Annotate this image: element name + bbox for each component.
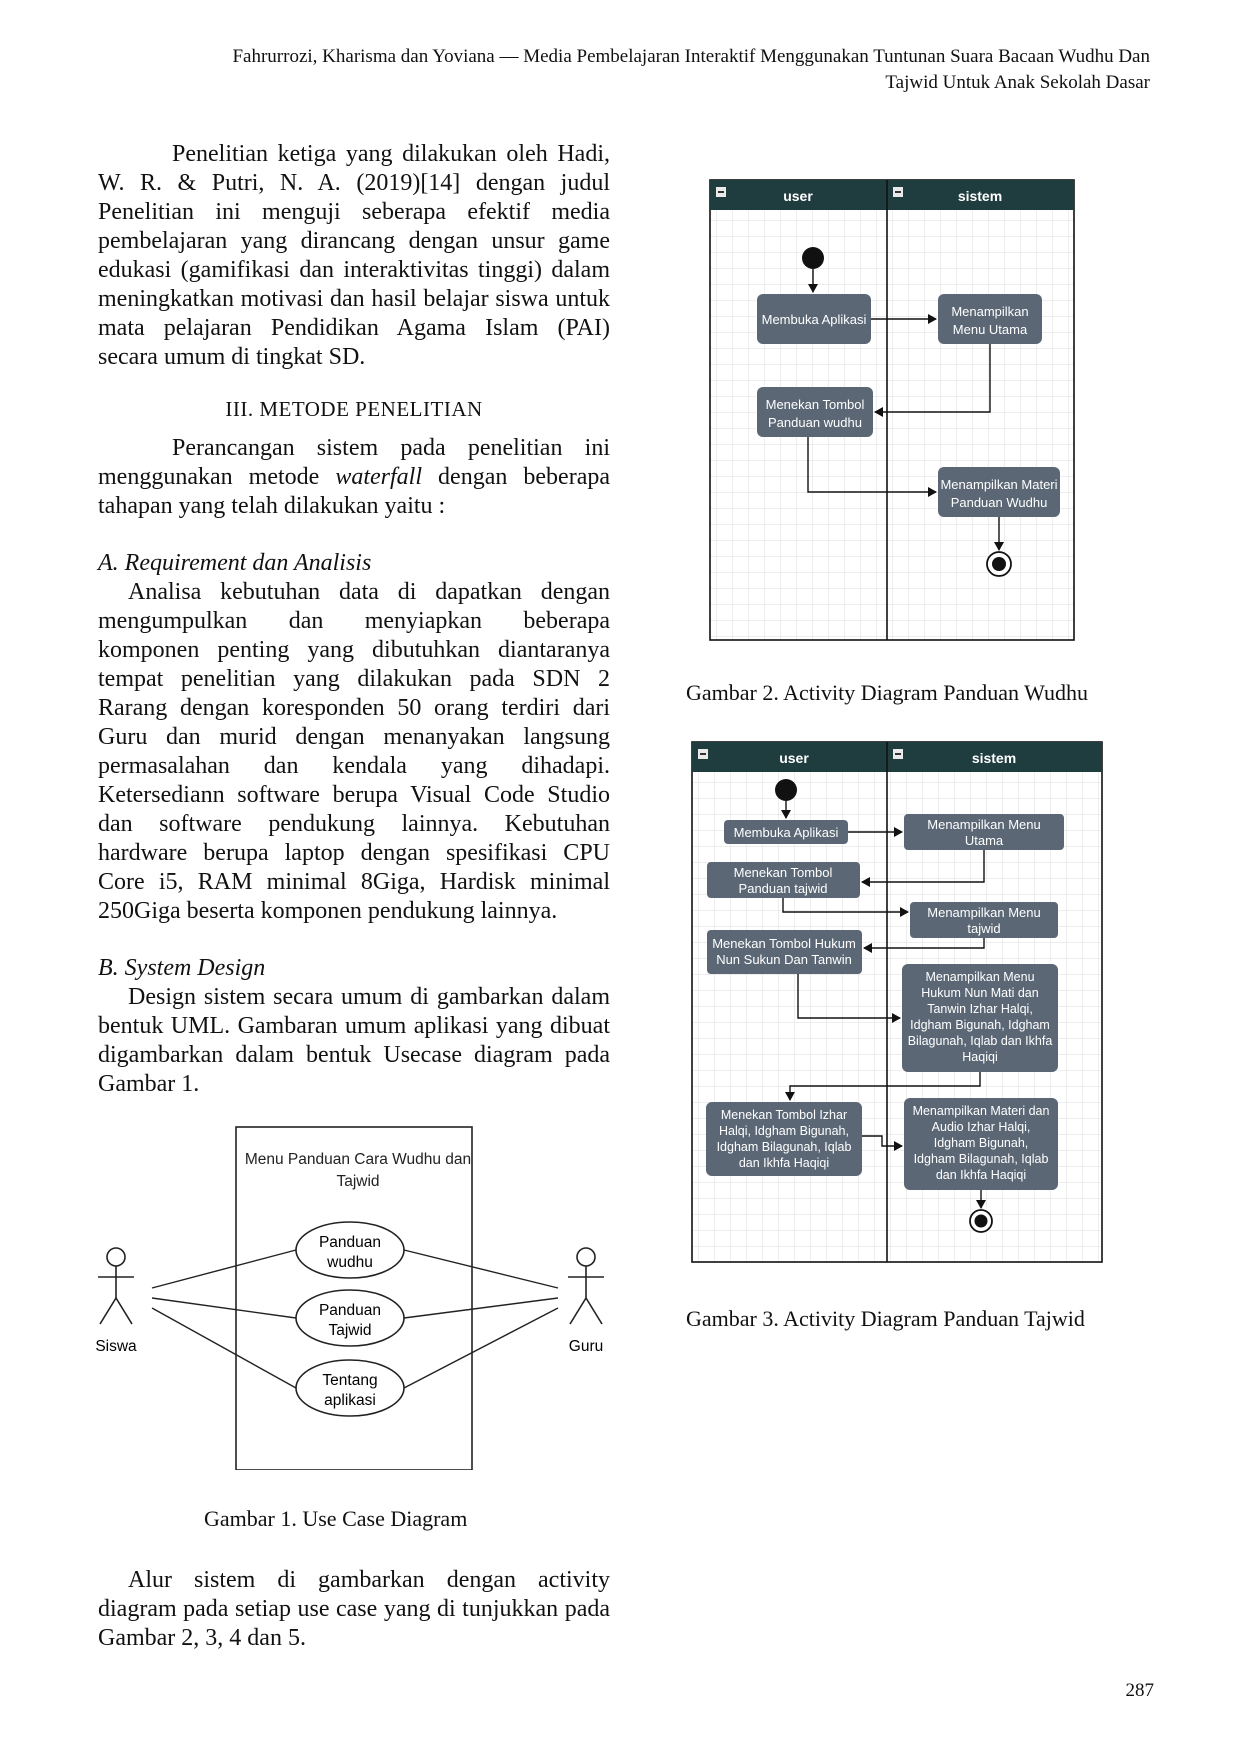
menekan-tombol-label-2: Panduan wudhu <box>768 415 862 430</box>
use-case-diagram: Menu Panduan Cara Wudhu dan Tajwid Pandu… <box>95 1126 604 1470</box>
lane-user-label: user <box>779 750 809 766</box>
lane-sistem-label: sistem <box>958 188 1002 204</box>
action-menampilkan-menu-hukum <box>902 964 1058 1072</box>
usecase-tentang-aplikasi <box>295 1359 405 1417</box>
caption-fig1: Gambar 1. Use Case Diagram <box>204 1506 468 1531</box>
running-header: Fahrurrozi, Kharisma dan Yoviana — Media… <box>120 44 1150 96</box>
subsection-requirement: A. Requirement dan Analisis <box>98 550 372 576</box>
header-line-1: Fahrurrozi, Kharisma dan Yoviana — Media… <box>232 46 1150 67</box>
actor-guru-icon <box>568 1247 604 1325</box>
page-number: 287 <box>1125 1680 1155 1701</box>
menu-hukum-label-1: Menampilkan Menu <box>925 970 1034 984</box>
menekan-tombol-label-1: Menekan Tombol <box>766 397 865 412</box>
lane-sistem-label: sistem <box>972 750 1016 766</box>
activity-diagram-wudhu: user sistem Membuka Aplikasi Menampilkan… <box>709 179 1075 641</box>
usecase-panduan-tajwid <box>295 1289 405 1347</box>
menu-hukum-label-2: Hukum Nun Mati dan <box>921 986 1038 1000</box>
actor-siswa-icon <box>98 1247 134 1325</box>
materi-audio-label-4: Idgham Bilagunah, Iqlab <box>914 1152 1049 1166</box>
action-menekan-tombol-wudhu <box>757 387 873 437</box>
action-membuka-aplikasi-label: Membuka Aplikasi <box>762 312 867 327</box>
menu-utama-label-1: Menampilkan Menu <box>927 817 1040 832</box>
caption-fig2: Gambar 2. Activity Diagram Panduan Wudhu <box>686 680 1088 705</box>
membuka-aplikasi-label: Membuka Aplikasi <box>734 825 839 840</box>
tombol-tajwid-label-1: Menekan Tombol <box>734 865 833 880</box>
paragraph-waterfall: Perancangan sistem pada penelitian ini m… <box>98 434 610 521</box>
paragraph-system-design: Design sistem secara umum di gambarkan d… <box>98 984 610 1097</box>
action-membuka-aplikasi <box>757 294 871 344</box>
usecase-3-line-1: Tentang <box>322 1372 377 1389</box>
menampilkan-materi-label-1: Menampilkan Materi <box>940 477 1057 492</box>
left-column: Penelitian ketiga yang dilakukan oleh Ha… <box>98 140 610 1099</box>
menu-utama-label-2: Utama <box>965 833 1004 848</box>
tombol-hukum-label-1: Menekan Tombol Hukum <box>712 936 856 951</box>
p2-emphasis: waterfall <box>335 464 423 490</box>
usecase-2-line-1: Panduan <box>319 1302 381 1319</box>
materi-audio-label-1: Menampilkan Materi dan <box>913 1104 1050 1118</box>
menampilkan-menu-label-1: Menampilkan <box>951 304 1028 319</box>
tombol-izhar-label-1: Menekan Tombol Izhar <box>721 1108 847 1122</box>
p2-text-b: dengan beberapa tahapan yang telah dilak… <box>98 464 610 519</box>
usecase-1-line-2: wudhu <box>326 1254 373 1271</box>
action-menampilkan-menu-utama <box>938 294 1042 344</box>
tombol-tajwid-label-2: Panduan tajwid <box>739 881 828 896</box>
header-line-2: Tajwid Untuk Anak Sekolah Dasar <box>885 72 1150 93</box>
actor-siswa-label: Siswa <box>95 1338 137 1355</box>
lane-user-label: user <box>783 188 813 204</box>
tombol-izhar-label-3: Idgham Bilagunah, Iqlab <box>717 1140 852 1154</box>
menu-hukum-label-4: Idgham Bigunah, Idgham <box>910 1018 1050 1032</box>
tombol-izhar-label-2: Halqi, Idgham Bigunah, <box>719 1124 849 1138</box>
usecase-panduan-wudhu <box>295 1221 405 1279</box>
initial-node <box>775 779 797 801</box>
materi-audio-label-5: dan Ikhfa Haqiqi <box>936 1168 1026 1182</box>
p2-text-a: Perancangan sistem pada penelitian ini m… <box>98 435 610 490</box>
paragraph-requirement: Analisa kebutuhan data di dapatkan denga… <box>98 579 610 924</box>
paragraph-activity-intro: Alur sistem di gambarkan dengan activity… <box>98 1567 610 1651</box>
menu-tajwid-label-1: Menampilkan Menu <box>927 905 1040 920</box>
subsection-system-design: B. System Design <box>98 955 266 981</box>
action-membuka-aplikasi <box>724 820 848 844</box>
system-title-line-2: Tajwid <box>336 1173 379 1190</box>
action-menampilkan-materi-audio <box>904 1098 1058 1190</box>
associations <box>151 1249 559 1389</box>
action-menampilkan-materi-wudhu <box>938 467 1060 517</box>
activity-diagram-tajwid: user sistem Membuka Aplikasi Menampilkan… <box>691 741 1103 1263</box>
menampilkan-materi-label-2: Panduan Wudhu <box>951 495 1048 510</box>
usecase-1-line-1: Panduan <box>319 1234 381 1251</box>
action-menampilkan-menu-tajwid <box>910 902 1058 938</box>
actor-guru-label: Guru <box>569 1338 603 1355</box>
system-title-line-1: Menu Panduan Cara Wudhu dan <box>245 1151 471 1168</box>
menu-hukum-label-5: Bilagunah, Iqlab dan Ikhfa <box>908 1034 1053 1048</box>
initial-node <box>802 247 824 269</box>
action-menampilkan-menu-utama <box>904 814 1064 850</box>
tombol-hukum-label-2: Nun Sukun Dan Tanwin <box>716 952 852 967</box>
menu-hukum-label-3: Tanwin Izhar Halqi, <box>927 1002 1033 1016</box>
menu-tajwid-label-2: tajwid <box>967 921 1000 936</box>
lane-header-bar <box>710 180 1074 210</box>
usecase-3-line-2: aplikasi <box>324 1392 376 1409</box>
action-menekan-tombol-izhar <box>706 1102 862 1176</box>
menu-hukum-label-6: Haqiqi <box>962 1050 997 1064</box>
action-menekan-tombol-hukum <box>707 930 862 974</box>
menampilkan-menu-label-2: Menu Utama <box>953 322 1028 337</box>
materi-audio-label-2: Audio Izhar Halqi, <box>932 1120 1031 1134</box>
paragraph-previous-research: Penelitian ketiga yang dilakukan oleh Ha… <box>98 141 610 370</box>
left-column-bottom: Alur sistem di gambarkan dengan activity… <box>98 1566 610 1653</box>
section-heading-metode: III. METODE PENELITIAN <box>225 397 483 421</box>
usecase-2-line-2: Tajwid <box>328 1322 371 1339</box>
action-menekan-tombol-tajwid <box>707 862 860 898</box>
materi-audio-label-3: Idgham Bigunah, <box>934 1136 1029 1150</box>
tombol-izhar-label-4: dan Ikhfa Haqiqi <box>739 1156 829 1170</box>
caption-fig3: Gambar 3. Activity Diagram Panduan Tajwi… <box>686 1306 1085 1331</box>
